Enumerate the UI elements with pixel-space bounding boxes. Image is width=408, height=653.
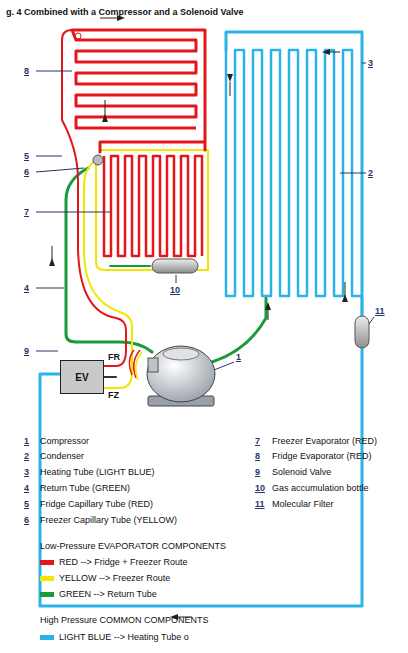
list-number: 1 (24, 436, 29, 447)
part-name: Fridge Evaporator (RED) (272, 451, 372, 462)
list-number: 6 (24, 515, 29, 526)
legend-heading: Low-Pressure EVAPORATOR COMPONENTS (40, 541, 226, 552)
legend-item: GREEN --> Return Tube (40, 589, 157, 599)
node-text: EV (75, 372, 88, 383)
part-name: Solenoid Valve (272, 467, 331, 478)
part-name: Fridge Capillary Tube (RED) (40, 499, 153, 510)
callout-number: 9 (24, 346, 29, 357)
callout-number: 3 (368, 58, 373, 69)
callout-number: 11 (375, 306, 385, 317)
callout-number: 8 (24, 66, 29, 77)
callout-number: 4 (24, 283, 29, 294)
part-name: Compressor (40, 436, 89, 447)
heating-tube (40, 346, 362, 606)
list-number: 5 (24, 499, 29, 510)
capillary-outline (104, 376, 116, 378)
heating-tube (226, 32, 362, 318)
part-name: Heating Tube (LIGHT BLUE) (40, 467, 154, 478)
legend-item: RED --> Fridge + Freezer Route (40, 557, 188, 567)
legend-item: LIGHT BLUE --> Heating Tube o (40, 632, 189, 642)
part-name: Condenser (40, 451, 84, 462)
legend-text: YELLOW --> Freezer Route (59, 573, 170, 583)
legend-text: LIGHT BLUE --> Heating Tube o (59, 632, 189, 642)
list-number: 8 (255, 451, 260, 462)
list-number: 2 (24, 451, 29, 462)
suction-line (110, 265, 150, 267)
port-name: FZ (108, 390, 119, 401)
flow-arrow-line (52, 18, 345, 617)
legend-heading: High Pressure COMMON COMPONENTS (40, 615, 209, 626)
part-name: Freezer Evaporator (RED) (272, 436, 377, 447)
part-name: Molecular Filter (272, 499, 334, 510)
freezer-evaporator (104, 156, 202, 256)
molecular-filter (355, 316, 369, 348)
legend-item: YELLOW --> Freezer Route (40, 573, 170, 583)
callout-number: 7 (24, 207, 29, 218)
legend-swatch (40, 576, 54, 581)
gas-bottle (152, 259, 198, 273)
callout-number: 10 (170, 285, 180, 296)
legend-text: GREEN --> Return Tube (59, 589, 157, 599)
part-name: Return Tube (GREEN) (40, 483, 130, 494)
list-number: 3 (24, 467, 29, 478)
list-number: 7 (255, 436, 260, 447)
part-name: Gas accumulation bottle (272, 483, 369, 494)
callout-number: 5 (24, 151, 29, 162)
list-number: 10 (255, 483, 265, 494)
condenser (226, 50, 362, 318)
part-name: Freezer Capillary Tube (YELLOW) (40, 515, 177, 526)
legend-text: RED --> Fridge + Freezer Route (59, 557, 188, 567)
callout-number: 1 (236, 352, 241, 363)
freezer-route (96, 150, 208, 270)
list-number: 11 (255, 499, 265, 510)
fridge-capillary (62, 30, 126, 366)
flow-arrow (49, 15, 348, 620)
figure-title: g. 4 Combined with a Compressor and a So… (6, 7, 244, 18)
legend-swatch (40, 592, 54, 597)
fridge-evaporator (72, 30, 205, 142)
callout-number: 6 (24, 167, 29, 178)
legend-swatch (40, 635, 54, 640)
discharge-tube (212, 298, 266, 362)
evaporator-link (100, 142, 205, 152)
port-name: FR (108, 352, 120, 363)
list-number: 9 (255, 467, 260, 478)
legend-swatch (40, 560, 54, 565)
list-number: 4 (24, 483, 29, 494)
compressor (129, 346, 215, 406)
joint (93, 155, 103, 165)
callout-number: 2 (368, 168, 373, 179)
solenoid-valve-box: EV (60, 360, 104, 394)
leader-line (36, 63, 374, 370)
